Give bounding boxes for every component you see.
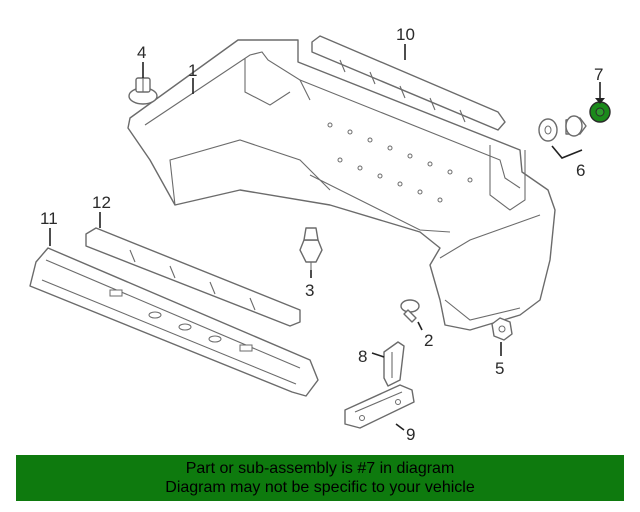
upper-retainer-part	[311, 35, 506, 131]
callout-labels: 1 4 10 7 6 3 2 5 8 9 12 11	[40, 25, 603, 444]
callout-9: 9	[406, 425, 415, 444]
callout-5: 5	[495, 359, 504, 378]
leader-lines	[49, 44, 605, 431]
callout-11: 11	[40, 209, 58, 228]
callout-8: 8	[358, 347, 367, 366]
callout-12: 12	[92, 193, 111, 212]
banner-line-2: Diagram may not be specific to your vehi…	[165, 479, 475, 496]
info-banner: Part or sub-assembly is #7 in diagram Di…	[16, 455, 624, 501]
lower-bracket-part-9	[344, 384, 415, 429]
clip-part-4	[128, 77, 158, 105]
banner-line-1: Part or sub-assembly is #7 in diagram	[185, 460, 455, 477]
callout-3: 3	[305, 281, 314, 300]
callout-4: 4	[137, 43, 146, 62]
callout-2: 2	[424, 331, 433, 350]
parts-diagram: 1 4 10 7 6 3 2 5 8 9 12 11	[29, 25, 611, 444]
screw-part-2	[400, 299, 420, 323]
bracket-part-8	[383, 341, 405, 387]
washer-bolt-part-6	[538, 115, 587, 142]
callout-1: 1	[188, 61, 197, 80]
callout-6: 6	[576, 161, 585, 180]
nut-part-5	[491, 317, 513, 341]
bumper-cover-part	[127, 39, 556, 331]
callout-7: 7	[594, 65, 603, 84]
absorber-part-12	[85, 227, 301, 327]
reinforcement-beam-part-11	[29, 247, 319, 397]
callout-10: 10	[396, 25, 415, 44]
push-fastener-part-3	[299, 227, 323, 270]
mounting-holes	[327, 122, 473, 203]
highlighted-nut-part-7[interactable]	[589, 101, 611, 123]
